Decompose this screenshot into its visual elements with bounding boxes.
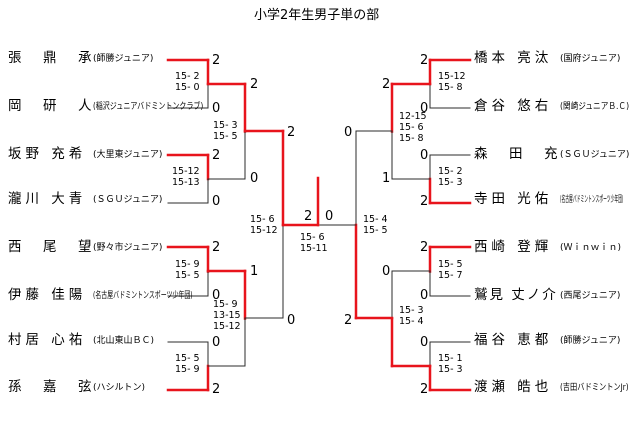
left-player-club: (稲沢ジュニアバドミントンクラブ) (93, 102, 204, 112)
right-player-name: 倉谷 悠右 (474, 98, 553, 114)
set-score: 15- 3 (438, 177, 463, 188)
left-player-name: 張 鼎 承 (8, 50, 96, 66)
right-player-name: 橋本 亮汰 (474, 50, 553, 66)
right-player-name: 森 田 充 (474, 146, 562, 162)
right-player-name: 西崎 登輝 (474, 239, 553, 255)
game-count: 2 (420, 382, 429, 397)
game-count: 2 (420, 194, 429, 209)
right-player-club: (西尾ジュニア) (560, 291, 621, 301)
game-count: 2 (212, 382, 221, 397)
left-player-name: 岡 研 人 (8, 98, 96, 114)
right-player-name: 渡瀬 皓也 (474, 379, 553, 395)
set-score: 15- 1 (438, 353, 463, 364)
set-score: 15- 2 (438, 166, 463, 177)
set-score: 15- 5 (175, 353, 200, 364)
game-count: 2 (420, 53, 429, 68)
set-score: 15- 5 (438, 259, 463, 270)
set-score: 15-12 (213, 321, 241, 332)
left-player-club: (北山東山ＢＣ) (93, 336, 155, 346)
set-score: 15- 2 (175, 71, 200, 82)
game-count: 2 (287, 125, 296, 140)
left-player-club: (師勝ジュニア) (93, 54, 154, 64)
final-game-count: 2 (304, 209, 313, 224)
left-player-club: (ハシルトン) (93, 383, 146, 393)
set-score: 15- 8 (399, 133, 424, 144)
game-count: 0 (420, 288, 429, 303)
left-player-name: 西 尾 望 (8, 239, 96, 255)
set-score: 13-15 (213, 310, 241, 321)
set-score: 12-15 (399, 111, 427, 122)
game-count: 1 (382, 171, 391, 186)
right-player-name: 福谷 恵都 (474, 332, 553, 348)
game-count: 0 (212, 335, 221, 350)
set-score: 15-12 (172, 166, 200, 177)
set-score: 15- 6 (250, 214, 275, 225)
set-score: 15- 0 (175, 82, 200, 93)
game-count: 0 (287, 313, 296, 328)
set-score: 15- 3 (213, 120, 238, 131)
game-count: 0 (420, 101, 429, 116)
game-count: 0 (212, 101, 221, 116)
game-count: 0 (344, 125, 353, 140)
final-set-score: 15- 6 (300, 232, 325, 243)
set-score: 15- 8 (438, 82, 463, 93)
final-game-count: 0 (325, 209, 334, 224)
set-score: 15-12 (250, 225, 278, 236)
game-count: 2 (212, 53, 221, 68)
set-score: 15- 3 (438, 364, 463, 375)
game-count: 2 (250, 77, 259, 92)
set-score: 15- 6 (399, 122, 424, 133)
set-score: 15- 9 (175, 364, 200, 375)
set-score: 15- 9 (175, 259, 200, 270)
left-player-club: (大里東ジュニア) (93, 150, 163, 160)
left-player-club: (野々市ジュニア) (93, 243, 163, 253)
game-count: 0 (212, 194, 221, 209)
final-set-score: 15-11 (300, 243, 328, 254)
left-player-name: 村居 心祐 (8, 332, 87, 348)
set-score: 15- 9 (213, 299, 238, 310)
left-player-name: 瀧川 大青 (8, 191, 87, 207)
right-player-club: (関崎ジュニアＢ.Ｃ) (560, 102, 630, 112)
set-score: 15- 5 (363, 225, 388, 236)
right-player-name: 鷲見 丈ノ介 (474, 287, 558, 303)
left-player-name: 伊藤 佳陽 (8, 287, 87, 303)
right-player-name: 寺田 光佑 (474, 191, 553, 207)
right-player-club: (吉田バドミントンJr) (560, 383, 629, 393)
game-count: 0 (212, 288, 221, 303)
set-score: 15- 4 (399, 316, 424, 327)
game-count: 0 (250, 171, 259, 186)
right-player-club: (国府ジュニア) (560, 54, 621, 64)
left-player-name: 坂野 充希 (8, 146, 87, 162)
page-title: 小学2年生男子単の部 (254, 8, 380, 23)
right-player-club: (師勝ジュニア) (560, 336, 621, 346)
set-score: 15- 7 (438, 270, 463, 281)
game-count: 2 (344, 313, 353, 328)
left-player-name: 孫 嘉 弦 (8, 379, 96, 395)
game-count: 0 (420, 335, 429, 350)
right-player-club: (Ｗｉｎｗｉｎ) (560, 243, 622, 253)
set-score: 15- 4 (363, 214, 388, 225)
set-score: 15- 3 (399, 305, 424, 316)
set-score: 15- 5 (213, 131, 238, 142)
game-count: 2 (212, 240, 221, 255)
right-player-club: (ＳＧＵジュニア) (560, 150, 630, 160)
set-score: 15- 5 (175, 270, 200, 281)
set-score: 15-13 (172, 177, 200, 188)
set-score: 15-12 (438, 71, 466, 82)
left-player-club: (ＳＧＵジュニア) (93, 195, 163, 205)
game-count: 1 (250, 264, 259, 279)
right-player-club: (名古屋バドミントンスポーツ少年団) (560, 195, 624, 205)
game-count: 2 (382, 77, 391, 92)
game-count: 0 (420, 148, 429, 163)
game-count: 2 (212, 148, 221, 163)
left-player-club: (名古屋バドミントンスポーツ少年団) (93, 291, 193, 301)
game-count: 0 (382, 264, 391, 279)
game-count: 2 (420, 240, 429, 255)
